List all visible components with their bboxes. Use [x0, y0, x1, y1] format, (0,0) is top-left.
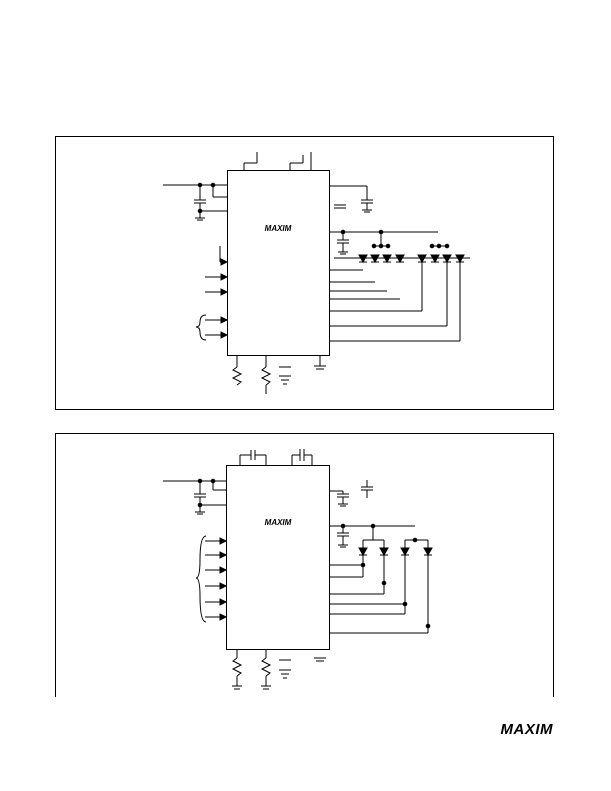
top-pins-1 — [243, 152, 312, 170]
ic-body-1 — [227, 170, 330, 356]
footer-brand-logo: MAXIM — [501, 721, 554, 738]
supply-input-2 — [163, 478, 226, 515]
diagram-2-frame — [55, 433, 554, 697]
led-array-1 — [334, 254, 470, 264]
ic-logo-2: MAXIM — [265, 518, 292, 527]
bottom-network-2 — [231, 649, 326, 690]
input-arrows-1 — [195, 246, 229, 341]
ic-body-2 — [226, 465, 330, 650]
top-caps-2 — [239, 449, 313, 465]
diagram-1-frame — [55, 136, 554, 410]
right-network-2 — [330, 480, 433, 634]
supply-input-1 — [163, 182, 227, 221]
bottom-network-1 — [231, 355, 326, 394]
circuit-diagram-1: MAXIM — [55, 136, 554, 410]
led-array-2 — [358, 540, 433, 557]
input-arrows-2 — [195, 535, 228, 623]
ic-logo-1: MAXIM — [265, 224, 292, 233]
right-network-1 — [330, 185, 470, 342]
circuit-diagram-2: MAXIM — [55, 433, 554, 697]
